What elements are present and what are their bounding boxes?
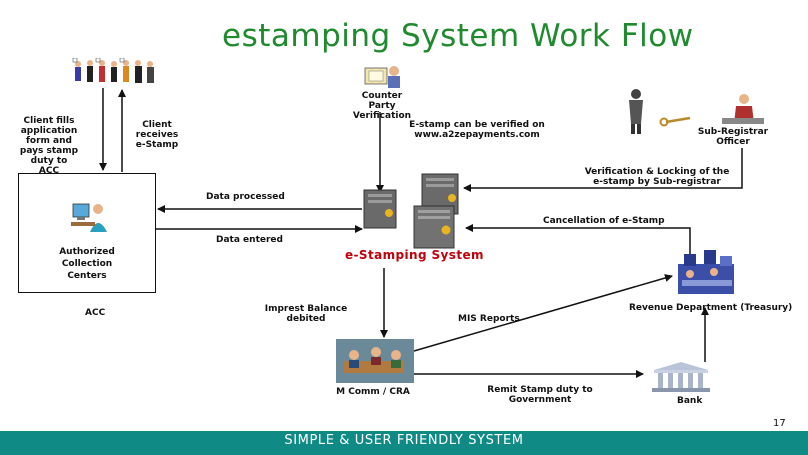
mcomm-cra-icon: [336, 339, 414, 383]
counter-party-icon: [364, 66, 400, 88]
sub-registrar-icon: [629, 89, 764, 134]
footer-text: SIMPLE & USER FRIENDLY SYSTEM: [284, 433, 524, 448]
footer-bar: [0, 431, 808, 455]
arrow-mis-reports: [413, 274, 673, 352]
counter-party-label: Counter Party Verification: [352, 91, 412, 121]
server-left: [363, 189, 397, 229]
revenue-department-icon: [678, 250, 734, 294]
mis-reports-label: MIS Reports: [458, 314, 520, 324]
verification-locking-label: Verification & Locking of the e-stamp by…: [584, 167, 730, 187]
acc-box: Authorized Collection Centers: [18, 173, 156, 293]
acc-caption: ACC: [85, 308, 106, 318]
revenue-department-label: Revenue Department (Treasury): [629, 303, 793, 313]
mcomm-cra-label: M Comm / CRA: [336, 387, 410, 397]
data-processed-label: Data processed: [206, 192, 285, 202]
estamping-servers-icon: [363, 173, 459, 249]
cancellation-label: Cancellation of e-Stamp: [543, 216, 665, 226]
client-receives-label: Client receives e-Stamp: [135, 120, 179, 150]
clients-group-icon: [72, 58, 154, 83]
client-fills-label: Client fills application form and pays s…: [19, 116, 79, 176]
imprest-balance-label: Imprest Balance debited: [264, 304, 348, 324]
bank-icon: [652, 362, 710, 392]
operator-computer-icon: [71, 203, 107, 232]
bank-label: Bank: [677, 396, 703, 406]
data-entered-label: Data entered: [216, 235, 283, 245]
sub-registrar-label: Sub-Registrar Officer: [697, 127, 769, 147]
arrow-cancellation: [465, 224, 691, 258]
arrow-subregistrar-to-system: [463, 148, 743, 192]
page-title: estamping System Work Flow: [222, 18, 694, 54]
estamp-verified-label: E-stamp can be verified on www.a2zepayme…: [409, 120, 545, 140]
acc-box-label: Authorized Collection Centers: [59, 247, 115, 281]
estamping-system-label: e-Stamping System: [345, 248, 484, 262]
remit-stamp-label: Remit Stamp duty to Government: [487, 385, 593, 405]
page-number: 17: [773, 418, 786, 429]
server-front: [413, 205, 455, 249]
